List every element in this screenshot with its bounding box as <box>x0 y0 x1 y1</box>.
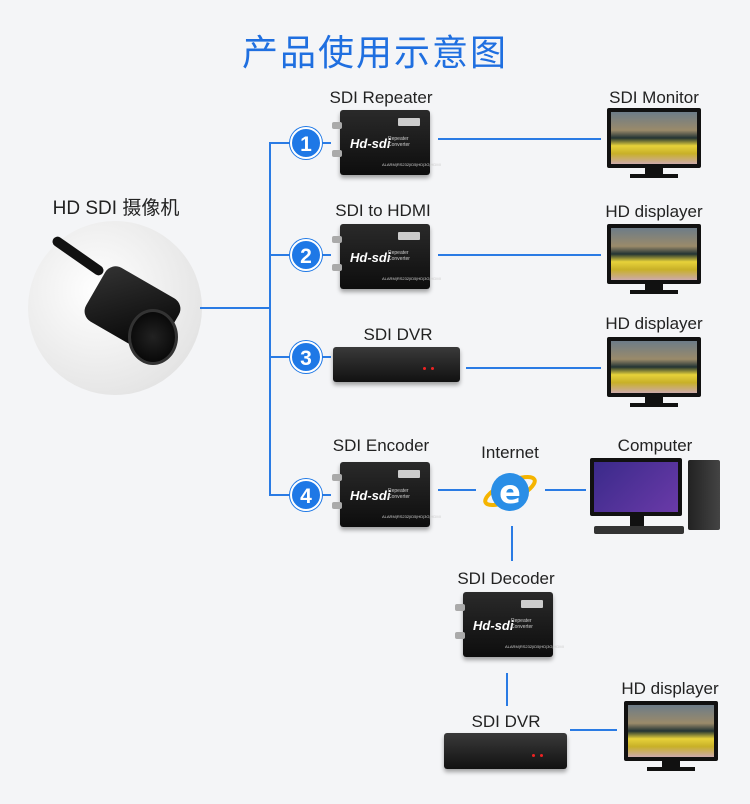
internet-label: Internet <box>481 443 539 462</box>
computer-tower-image <box>688 460 720 530</box>
connector-line <box>200 307 271 309</box>
output-label: SDI Monitor <box>609 88 699 107</box>
brand-text: Hd-sdi <box>350 250 391 265</box>
camera-image <box>28 221 202 395</box>
device-subtitle: Repeater Converter <box>388 136 410 148</box>
step-badge-1: 1 <box>290 127 322 159</box>
connector-line <box>570 729 617 731</box>
connector-line <box>438 489 476 491</box>
keyboard-image <box>594 526 684 534</box>
computer-monitor-image <box>590 458 682 516</box>
connector-line <box>506 673 508 706</box>
step-badge-2: 2 <box>290 239 322 271</box>
page-title: 产品使用示意图 <box>241 33 508 74</box>
connector-line <box>511 526 513 561</box>
device-label: SDI Encoder <box>332 436 430 455</box>
connector-line <box>545 489 586 491</box>
output-label: HD displayer <box>605 202 703 221</box>
monitor-image <box>607 224 701 284</box>
sdi-to-hdmi-device: Hd-sdi Repeater Converter ALARM|RS232|ID… <box>332 224 441 289</box>
internet-explorer-icon: e <box>481 465 539 517</box>
brand-text: Hd-sdi <box>350 488 391 503</box>
svg-text:e: e <box>499 473 521 511</box>
device-ports: ALARM|RS232|ID5|HD|3G|HDMI <box>382 514 441 519</box>
camera-label: HD SDI 摄像机 <box>52 198 180 219</box>
dvr-label: SDI DVR <box>471 712 541 731</box>
connector-line <box>438 138 601 140</box>
device-subtitle: Repeater Converter <box>388 250 410 262</box>
device-label: SDI Repeater <box>329 88 433 107</box>
device-ports: ALARM|RS232|ID5|HD|3G|HDMI <box>505 644 564 649</box>
output-label: HD displayer <box>605 314 703 333</box>
sdi-decoder-device: Hd-sdi Repeater Converter ALARM|RS232|ID… <box>455 592 564 657</box>
sdi-repeater-device: Hd-sdi Repeater Converter ALARM|RS232|ID… <box>332 110 441 175</box>
monitor-image <box>607 108 701 168</box>
connector-line <box>466 367 601 369</box>
sdi-dvr-device <box>333 347 460 382</box>
device-label: SDI to HDMI <box>335 201 431 220</box>
device-ports: ALARM|RS232|ID5|HD|3G|HDMI <box>382 276 441 281</box>
output-label: Computer <box>617 436 693 455</box>
device-subtitle: Repeater Converter <box>388 488 410 500</box>
brand-text: Hd-sdi <box>350 136 391 151</box>
monitor-image <box>624 701 718 761</box>
sdi-dvr-device <box>444 733 567 769</box>
monitor-image <box>607 337 701 397</box>
device-subtitle: Repeater Converter <box>511 618 533 630</box>
device-label: SDI DVR <box>363 325 433 344</box>
step-badge-4: 4 <box>290 479 322 511</box>
device-ports: ALARM|RS232|ID5|HD|3G|HDMI <box>382 162 441 167</box>
decoder-label: SDI Decoder <box>457 569 555 588</box>
output-label: HD displayer <box>621 679 719 698</box>
brand-text: Hd-sdi <box>473 618 514 633</box>
connector-line <box>269 142 271 496</box>
step-badge-3: 3 <box>290 341 322 373</box>
connector-line <box>438 254 601 256</box>
sdi-encoder-device: Hd-sdi Repeater Converter ALARM|RS232|ID… <box>332 462 441 527</box>
